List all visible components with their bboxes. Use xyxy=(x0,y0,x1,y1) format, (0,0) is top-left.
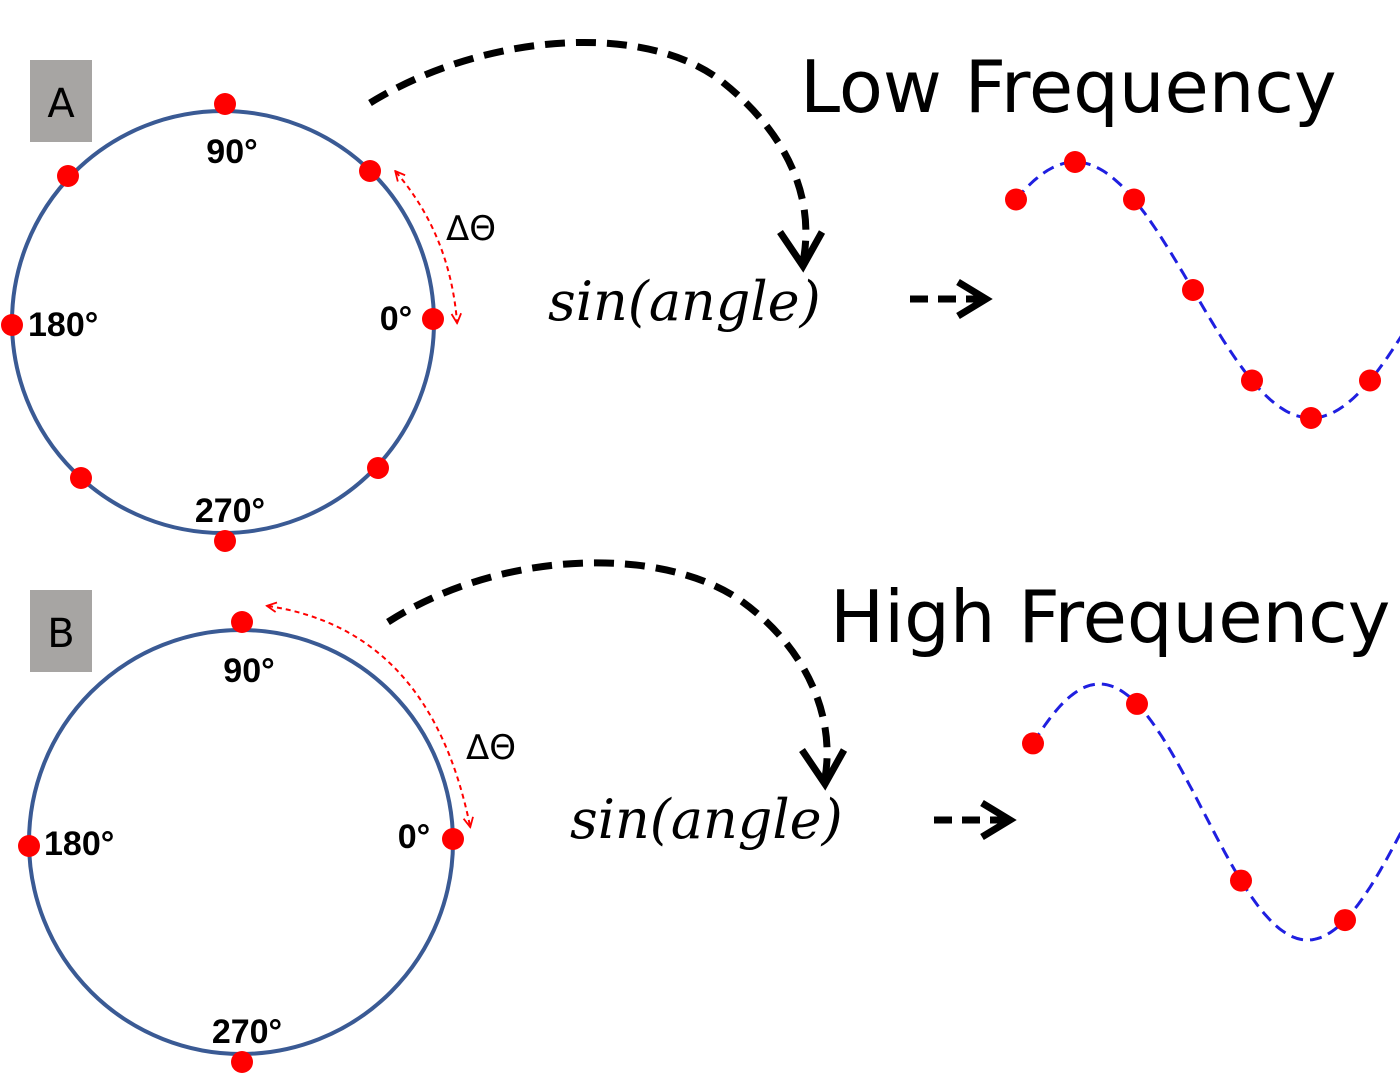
panel-a-sine-wave xyxy=(1005,151,1400,429)
panel-b-wave-sample-point xyxy=(1334,909,1356,932)
panel-a-sample-90 xyxy=(214,93,236,115)
panel-b-delta-arrow xyxy=(268,606,470,826)
panel-b-label-270: 270° xyxy=(212,1013,282,1051)
panel-b-curved-arrow xyxy=(386,559,831,779)
panel-a-delta-arrow xyxy=(396,172,457,322)
panel-a-curved-arrow xyxy=(368,39,810,263)
panel-a-wave-sample-point xyxy=(1359,369,1381,392)
panel-a-wave-sample-point xyxy=(1064,151,1086,173)
panel-a-sample-315 xyxy=(367,457,389,479)
panel-a-wave-curve xyxy=(1014,160,1400,420)
panel-b-short-arrowhead xyxy=(980,800,1017,840)
panel-a-sample-0 xyxy=(422,308,444,330)
panel-b-formula: sin(angle) xyxy=(570,788,843,851)
panel-b-curved-arrowhead xyxy=(799,748,848,791)
panel-b-letter: B xyxy=(47,611,74,657)
panel-b-sine-wave xyxy=(1022,682,1400,942)
panel-b-sample-90 xyxy=(231,611,253,633)
panel-a-letter: A xyxy=(47,81,75,127)
panel-b-sample-180 xyxy=(18,835,40,857)
panel-b-wave-sample-point xyxy=(1022,732,1044,755)
panel-b: B 90° 0° 180° 270° ΔΘ High Frequency sin… xyxy=(18,559,1400,1073)
panel-b-delta-label: ΔΘ xyxy=(466,728,516,768)
panel-a-wave-sample-point xyxy=(1241,369,1263,392)
panel-b-wave-sample-point xyxy=(1126,692,1148,715)
panel-a: A 90° 0° 180° 270° ΔΘ Low Frequency sin(… xyxy=(1,39,1400,552)
panel-a-label-0: 0° xyxy=(380,300,413,338)
panel-b-wave-curve xyxy=(1031,682,1400,942)
panel-a-sample-270 xyxy=(214,530,236,552)
panel-b-badge xyxy=(30,590,92,672)
panel-b-label-0: 0° xyxy=(398,818,431,856)
panel-a-formula: sin(angle) xyxy=(548,270,821,333)
panel-a-sample-180 xyxy=(1,314,23,336)
panel-b-label-180: 180° xyxy=(44,825,114,863)
panel-b-wave-sample-point xyxy=(1230,869,1252,892)
panel-a-wave-sample-point xyxy=(1300,407,1322,429)
panel-a-sample-45 xyxy=(359,160,381,182)
panel-a-sample-135 xyxy=(57,165,79,187)
panel-a-label-180: 180° xyxy=(28,306,98,344)
panel-a-delta-label: ΔΘ xyxy=(446,209,496,249)
panel-b-sample-270 xyxy=(231,1051,253,1073)
panel-b-title: High Frequency xyxy=(830,575,1390,659)
panel-a-sample-225 xyxy=(70,467,92,489)
panel-a-title: Low Frequency xyxy=(800,45,1337,129)
panel-a-wave-sample-point xyxy=(1182,279,1204,301)
panel-b-sample-0 xyxy=(442,828,464,850)
panel-a-label-90: 90° xyxy=(206,133,257,171)
panel-a-curved-arrowhead xyxy=(777,230,826,273)
panel-a-wave-sample-point xyxy=(1123,188,1145,211)
panel-a-wave-sample-point xyxy=(1005,188,1027,211)
panel-a-badge xyxy=(30,60,92,142)
panel-a-short-arrowhead xyxy=(956,279,993,319)
panel-a-label-270: 270° xyxy=(195,492,265,530)
panel-b-label-90: 90° xyxy=(223,652,274,690)
